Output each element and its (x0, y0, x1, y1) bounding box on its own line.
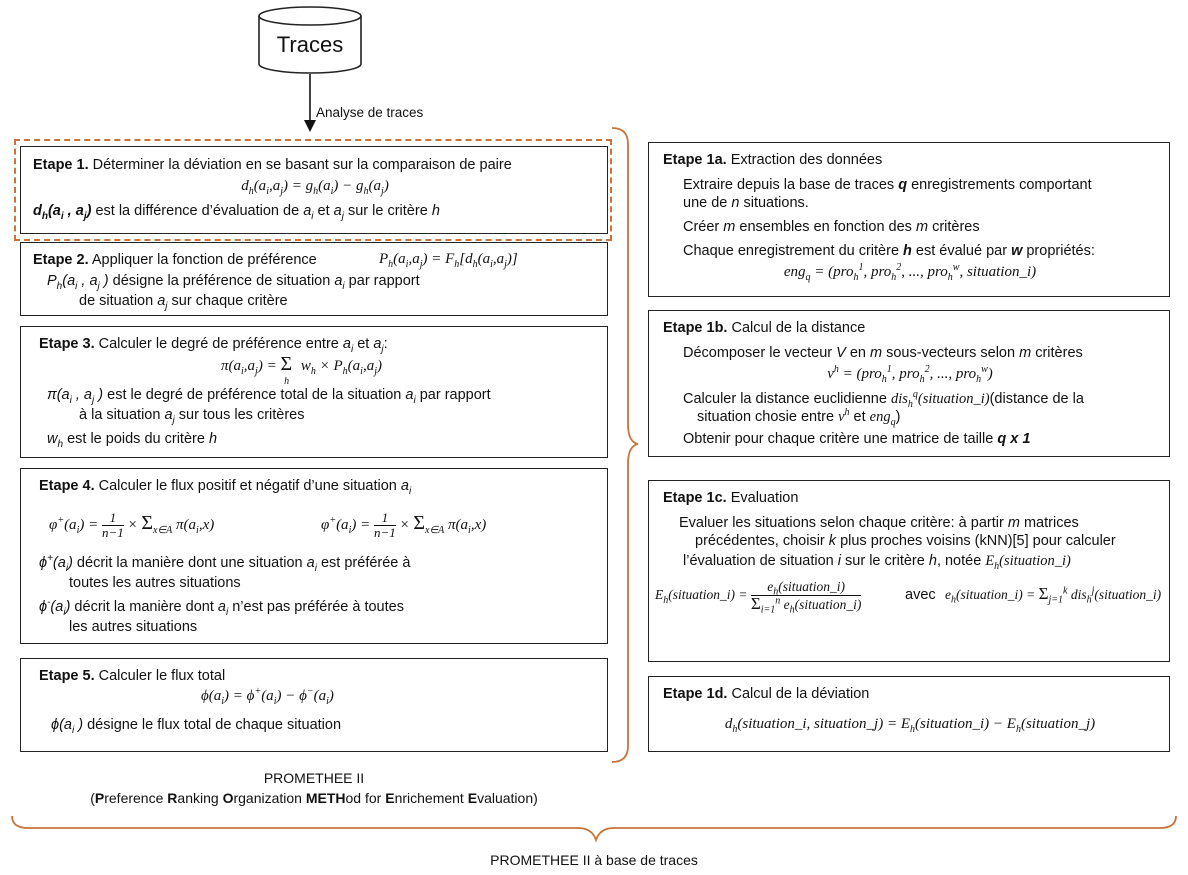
step5-title: Etape 5. (39, 668, 95, 684)
step1b-box: Etape 1b. Calcul de la distance Décompos… (648, 310, 1170, 457)
step1c-avec: avec (905, 587, 936, 603)
step1d-text: Calcul de la déviation (731, 686, 870, 702)
step5-desc: désigne le flux total de chaque situatio… (87, 717, 342, 733)
step1b-formula: vh = (proh1, proh2, ..., prohw) (827, 364, 993, 385)
step4-box: Etape 4. Calculer le flux positif et nég… (20, 468, 608, 644)
step3-box: Etape 3. Calculer le degré de préférence… (20, 326, 608, 458)
step1-text: Déterminer la déviation en se basant sur… (92, 157, 512, 173)
arrow-down-icon (304, 74, 316, 132)
traces-database-icon (258, 6, 362, 74)
step2-text: Appliquer la fonction de préférence (91, 252, 317, 268)
step2-box: Etape 2. Appliquer la fonction de préfér… (20, 242, 608, 316)
step1c-formula: Eh(situation_i) = eh(situation_i) Σi=1n … (655, 579, 862, 616)
step3-title: Etape 3. (39, 336, 95, 352)
step4-title: Etape 4. (39, 478, 95, 494)
step1a-formula: engq = (proh1, proh2, ..., prohw, situat… (783, 262, 1037, 283)
step5-box: Etape 5. Calculer le flux total ϕ(ai) = … (20, 658, 608, 752)
step1-box: Etape 1. Déterminer la déviation en se b… (20, 146, 608, 234)
step5-text: Calculer le flux total (98, 668, 226, 684)
arrow-label: Analyse de traces (316, 105, 424, 120)
bottom-caption: PROMETHEE II à base de traces (490, 852, 698, 868)
step1c-title: Etape 1c. (663, 490, 727, 506)
bottom-brace-icon (11, 815, 1177, 843)
step1-formula: dh(ai,aj) = gh(ai) − gh(aj) (241, 178, 389, 197)
step5-formula: ϕ(ai) = ϕ+(ai) − ϕ−(ai) (201, 686, 334, 707)
step1c-text: Evaluation (730, 490, 799, 506)
step1d-formula: dh(situation_i, situation_j) = Eh(situat… (724, 716, 1096, 735)
step1d-title: Etape 1d. (663, 686, 728, 702)
step1c-formula-sum: eh(situation_i) = Σj=1k dishj(situation_… (945, 584, 1162, 606)
step1d-box: Etape 1d. Calcul de la déviation dh(situ… (648, 676, 1170, 752)
step1-title: Etape 1. (33, 157, 89, 173)
promethee-caption: PROMETHEE II (263, 770, 365, 786)
step1a-title: Etape 1a. (663, 152, 727, 168)
promethee-fullname: (Preference Ranking Organization METHod … (90, 790, 538, 806)
step1-desc: est la différence d’évaluation de ai et … (95, 203, 440, 222)
traces-label: Traces (276, 32, 344, 57)
step1b-text: Calcul de la distance (731, 320, 866, 336)
step1a-box: Etape 1a. Extraction des données Extrair… (648, 142, 1170, 297)
step3-formula: π(ai,aj) = Σh wh × Ph(ai,aj) (221, 353, 382, 387)
step1c-box: Etape 1c. Evaluation Evaluer les situati… (648, 480, 1170, 662)
step1b-title: Etape 1b. (663, 320, 728, 336)
right-brace-icon (611, 127, 639, 763)
step2-title: Etape 2. (33, 252, 89, 268)
step1a-text: Extraction des données (730, 152, 883, 168)
step1-dashed-frame (14, 139, 612, 241)
step2-formula: Ph(ai,aj) = Fh[dh(ai,aj)] (379, 251, 518, 270)
